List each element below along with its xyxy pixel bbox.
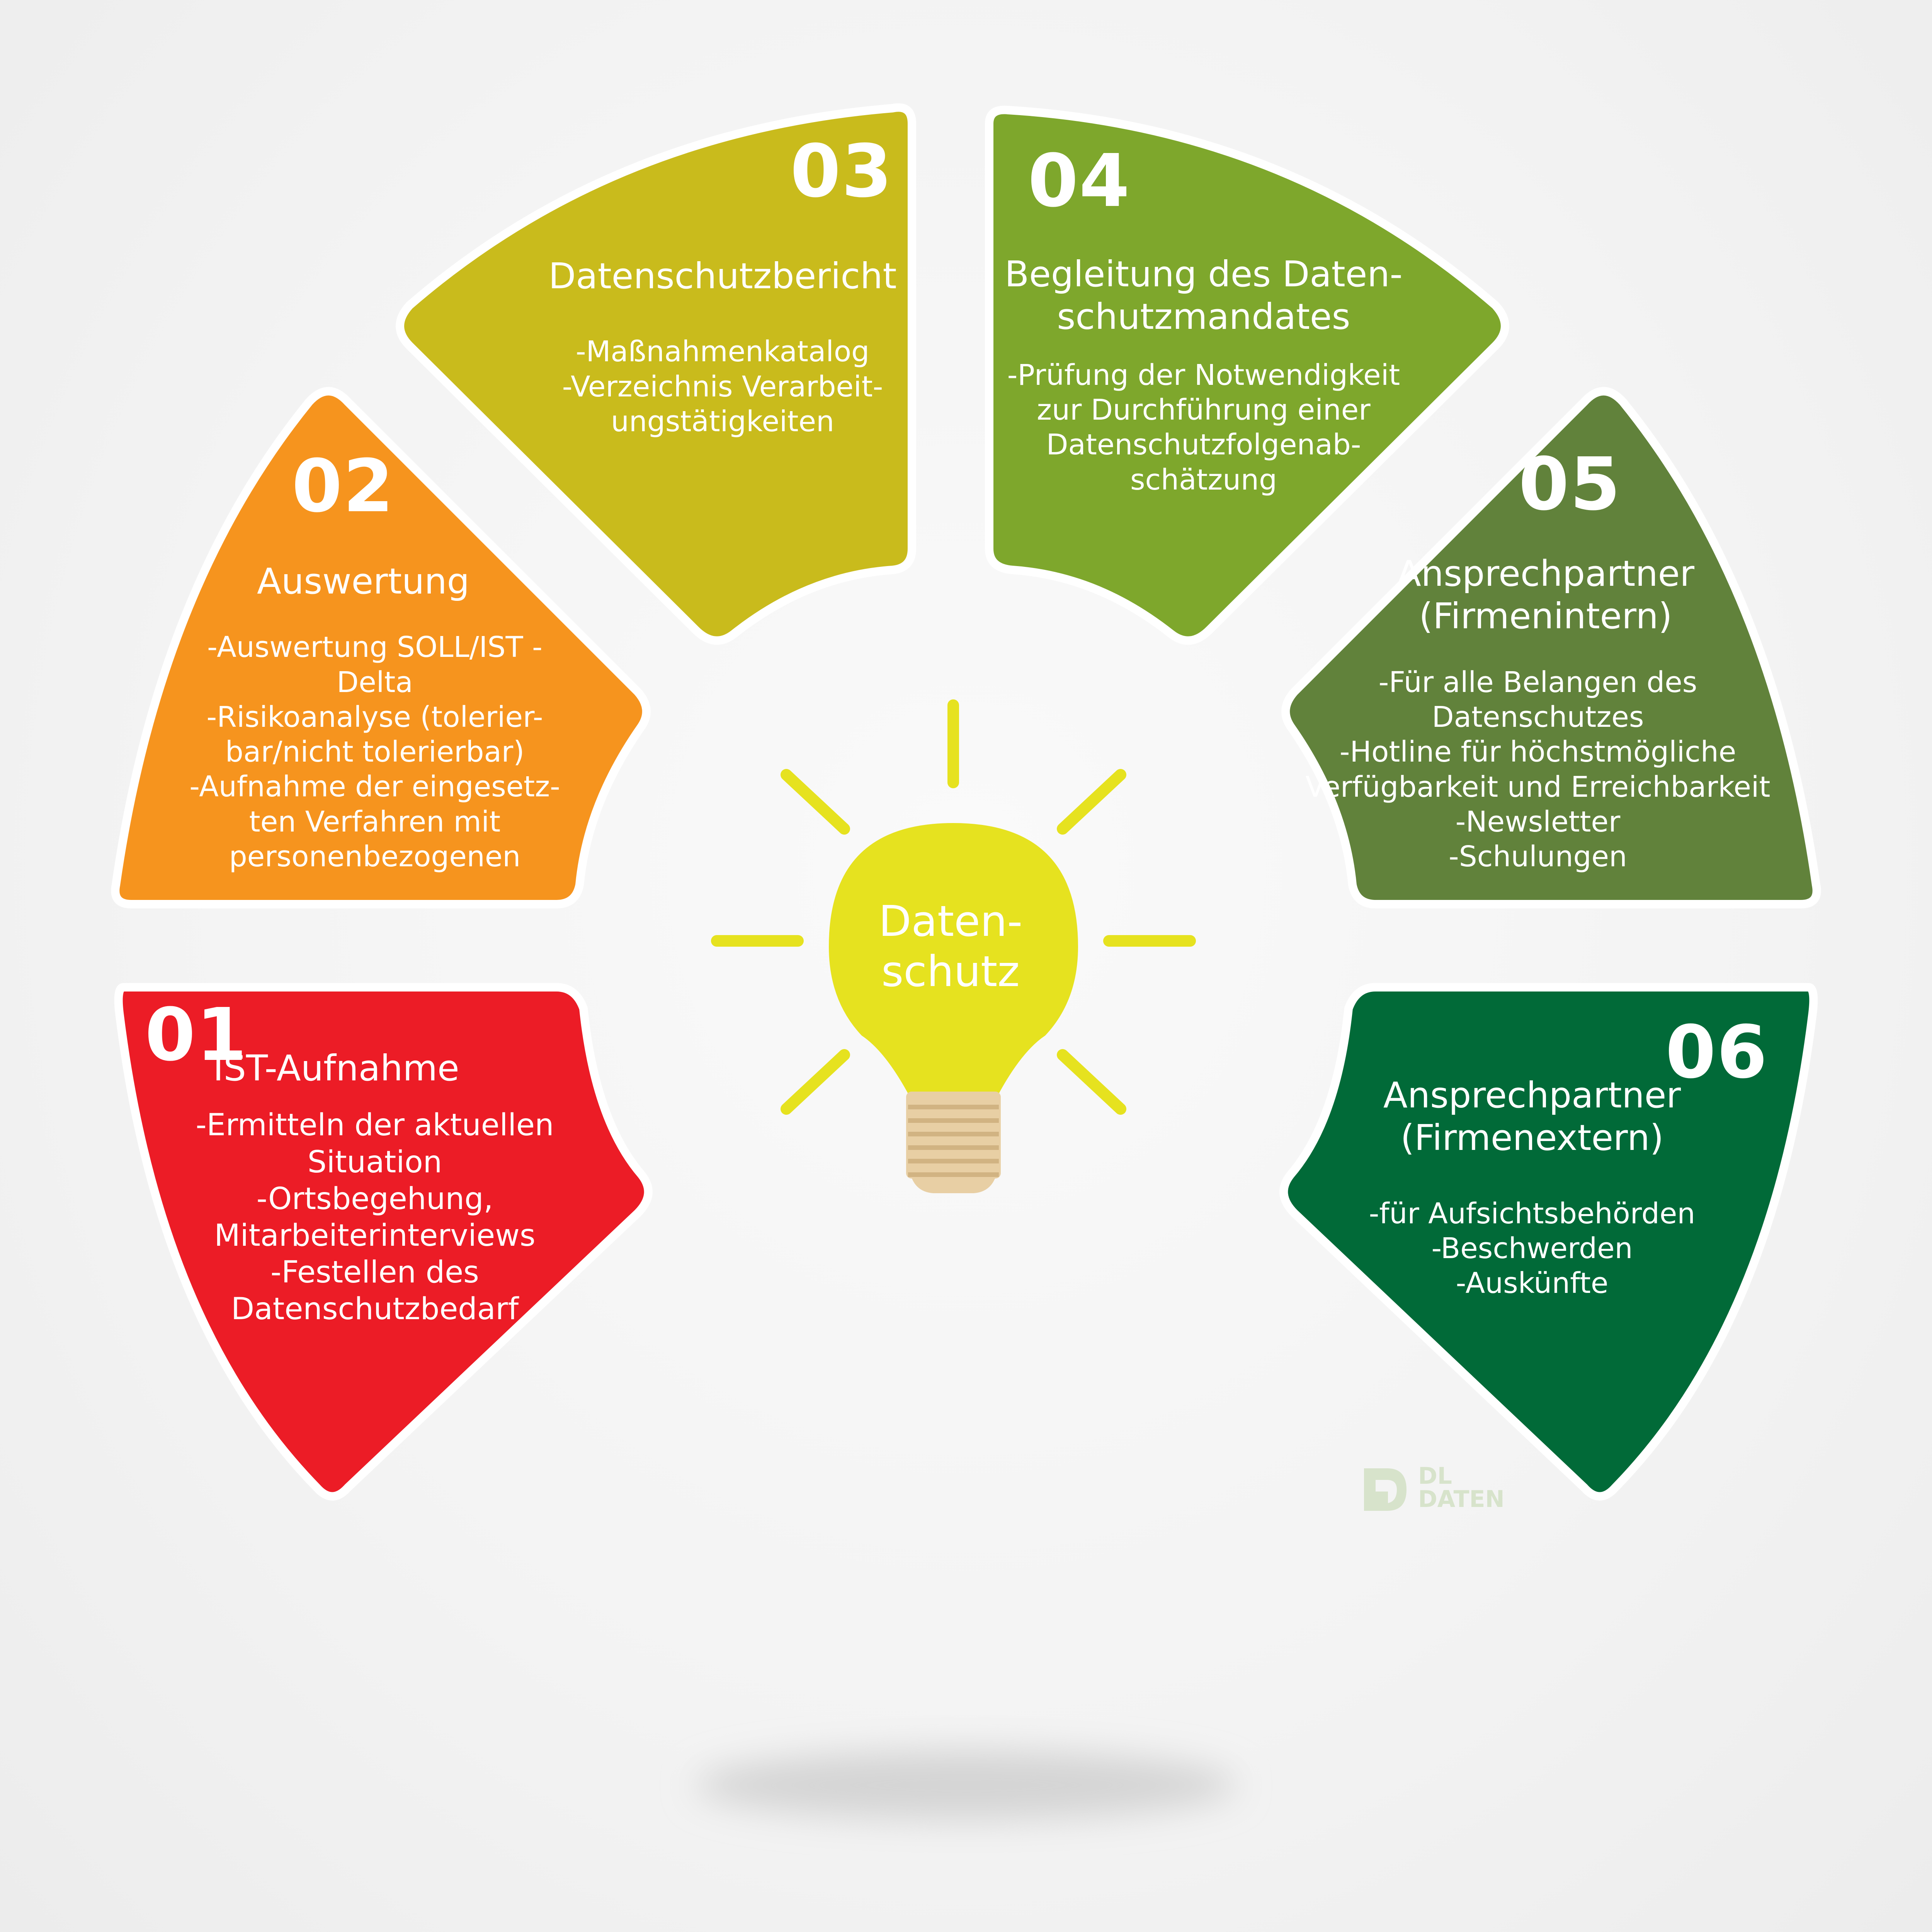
- segment-05-number: 05: [1519, 442, 1621, 527]
- segment-01-items: -Ermitteln der aktuellen Situation -Orts…: [147, 1107, 603, 1328]
- segment-06-number: 06: [1665, 1010, 1768, 1095]
- segment-02-text: Auswertung -Auswertung SOLL/IST - Delta …: [166, 560, 583, 874]
- segment-02-shape: [111, 387, 651, 908]
- segment-06-text: Ansprechpartner (Firmenextern) -für Aufs…: [1329, 1074, 1735, 1301]
- segment-04-title: Begleitung des Daten- schutzmandates: [1005, 253, 1403, 338]
- center-label: Daten- schutz: [878, 896, 1023, 996]
- dl-daten-logo: DL DATEN: [1360, 1464, 1522, 1515]
- segment-03-number: 03: [790, 129, 893, 214]
- segment-03-shape: [396, 103, 916, 645]
- segment-03-title: Datenschutzbericht: [548, 255, 897, 297]
- segment-06-item: -für Aufsichtsbehörden: [1369, 1197, 1696, 1230]
- segment-04-number: 04: [1028, 139, 1131, 223]
- segment-02-item: -Risikoanalyse (tolerier- bar/nicht tole…: [206, 700, 543, 769]
- segment-03-item: -Maßnahmenkatalog: [575, 335, 870, 369]
- light-rays-icon: [711, 699, 1196, 1115]
- ray-top-left: [781, 769, 850, 835]
- lightbulb-icon: [829, 823, 1078, 1094]
- segment-01-shape: [114, 983, 653, 1501]
- segment-06-item: -Beschwerden: [1431, 1232, 1633, 1265]
- segment-05-title: Ansprechpartner (Firmenintern): [1396, 553, 1695, 637]
- ray-bottom-right: [1057, 1049, 1126, 1115]
- segment-05-shape: [1281, 387, 1821, 908]
- segment-05-item: -Für alle Belangen des Datenschutzes: [1378, 665, 1697, 734]
- segment-04-shape: [985, 105, 1509, 645]
- segment-06-items: -für Aufsichtsbehörden -Beschwerden -Aus…: [1329, 1196, 1735, 1301]
- segment-01-text: IST-Aufnahme -Ermitteln der aktuellen Si…: [147, 1047, 603, 1328]
- floor-shadow: [696, 1750, 1236, 1820]
- ray-top-right: [1057, 769, 1126, 835]
- segment-04-item: -Prüfung der Notwendigkeit zur Durchführ…: [1007, 358, 1400, 497]
- segment-06-title: Ansprechpartner (Firmenextern): [1383, 1075, 1681, 1159]
- segment-01-item: -Festellen des Datenschutzbedarf: [231, 1255, 519, 1327]
- segment-02-title: Auswertung: [257, 561, 469, 602]
- segment-05-text: Ansprechpartner (Firmenintern) -Für alle…: [1283, 553, 1793, 874]
- segment-02-number: 02: [292, 444, 395, 529]
- segment-06-shape: [1279, 983, 1818, 1501]
- segment-02-item: -Auswertung SOLL/IST - Delta: [207, 631, 543, 699]
- segment-05-item: -Hotline für höchstmögliche Verfügbarkei…: [1305, 735, 1770, 804]
- segment-03-text: Datenschutzbericht -Maßnahmenkatalog -Ve…: [529, 255, 916, 439]
- segment-05-items: -Für alle Belangen des Datenschutzes -Ho…: [1283, 665, 1793, 874]
- ray-bottom-left: [781, 1049, 850, 1115]
- segment-01-item: -Ermitteln der aktuellen Situation: [196, 1108, 554, 1180]
- logo-text: DL DATEN: [1418, 1463, 1505, 1513]
- segment-05-item: -Schulungen: [1449, 840, 1627, 874]
- segment-04-items: -Prüfung der Notwendigkeit zur Durchführ…: [981, 358, 1426, 497]
- segment-05-item: -Newsletter: [1455, 805, 1621, 838]
- logo-mark-icon: [1364, 1468, 1406, 1511]
- lightbulb-base-icon: [906, 1092, 1001, 1193]
- segment-06-item: -Auskünfte: [1456, 1267, 1609, 1300]
- segment-01-number: 01: [145, 993, 248, 1077]
- segment-04-text: Begleitung des Daten- schutzmandates -Pr…: [981, 253, 1426, 497]
- segment-02-item: -Aufnahme der eingesetz- ten Verfahren m…: [189, 770, 560, 873]
- segment-03-item: -Verzeichnis Verarbeit- ungstätigkeiten: [562, 370, 883, 438]
- segment-01-item: -Ortsbegehung, Mitarbeiterinterviews: [214, 1181, 536, 1253]
- segment-01-title: IST-Aufnahme: [213, 1048, 459, 1089]
- segment-03-items: -Maßnahmenkatalog -Verzeichnis Verarbeit…: [529, 334, 916, 439]
- segment-02-items: -Auswertung SOLL/IST - Delta -Risikoanal…: [166, 630, 583, 874]
